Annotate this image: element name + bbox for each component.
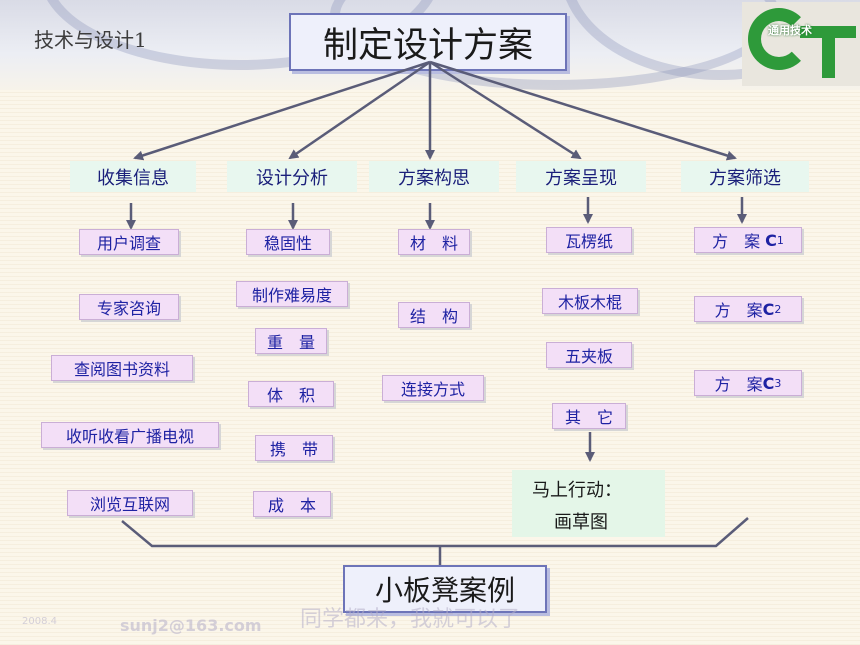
item-corrugated: 瓦楞纸 [546, 227, 632, 253]
category-analysis: 设计分析 [227, 161, 357, 192]
action-line1: 马上行动： [532, 480, 622, 501]
item-plywood: 五夹板 [546, 342, 632, 368]
footer-motto: 同学都来，我就可以了 [300, 607, 521, 632]
action-line2: 画草图 [554, 512, 608, 533]
item-internet: 浏览互联网 [67, 490, 193, 516]
logo-t-stem [822, 26, 835, 78]
item-other: 其 它 [552, 403, 626, 429]
plan-prefix: 方 案 [714, 301, 763, 320]
category-present: 方案呈现 [516, 161, 646, 192]
footer-date: 2008.4 [22, 616, 57, 627]
item-difficulty: 制作难易度 [236, 281, 348, 307]
bottom-title: 小板凳案例 [343, 565, 547, 613]
item-user-survey: 用户调查 [79, 229, 179, 255]
plan-letter: C [762, 299, 775, 319]
plan-number: 2 [774, 302, 782, 316]
plan-prefix: 方 案 [714, 375, 763, 394]
main-title: 制定设计方案 [289, 13, 567, 71]
plan-number: 1 [776, 233, 784, 247]
category-select: 方案筛选 [681, 161, 809, 192]
item-connection: 连接方式 [382, 375, 484, 401]
item-broadcast: 收听收看广播电视 [41, 422, 219, 448]
footer-email: sunj2@163.com [120, 616, 262, 635]
corner-title: 技术与设计1 [34, 28, 147, 52]
category-collect: 收集信息 [70, 161, 196, 192]
item-stability: 稳固性 [246, 229, 330, 255]
item-library-research: 查阅图书资料 [51, 355, 193, 381]
plan-prefix: 方 案 [712, 232, 761, 251]
item-wood-board: 木板木棍 [542, 288, 638, 314]
item-structure: 结 构 [398, 302, 470, 328]
plan-letter: C [762, 373, 775, 393]
logo-text: 通用技术 [768, 24, 812, 37]
logo: 通用技术 [742, 2, 860, 86]
item-cost: 成 本 [253, 491, 331, 517]
plan-number: 3 [774, 376, 782, 390]
item-weight: 重 量 [255, 328, 327, 354]
category-concept: 方案构思 [369, 161, 499, 192]
plan-letter: C [765, 230, 777, 250]
item-volume: 体 积 [248, 381, 334, 407]
action-box: 马上行动： 画草图 [512, 470, 665, 537]
item-expert-consult: 专家咨询 [79, 294, 179, 320]
item-material: 材 料 [398, 229, 470, 255]
item-portability: 携 带 [255, 435, 333, 461]
